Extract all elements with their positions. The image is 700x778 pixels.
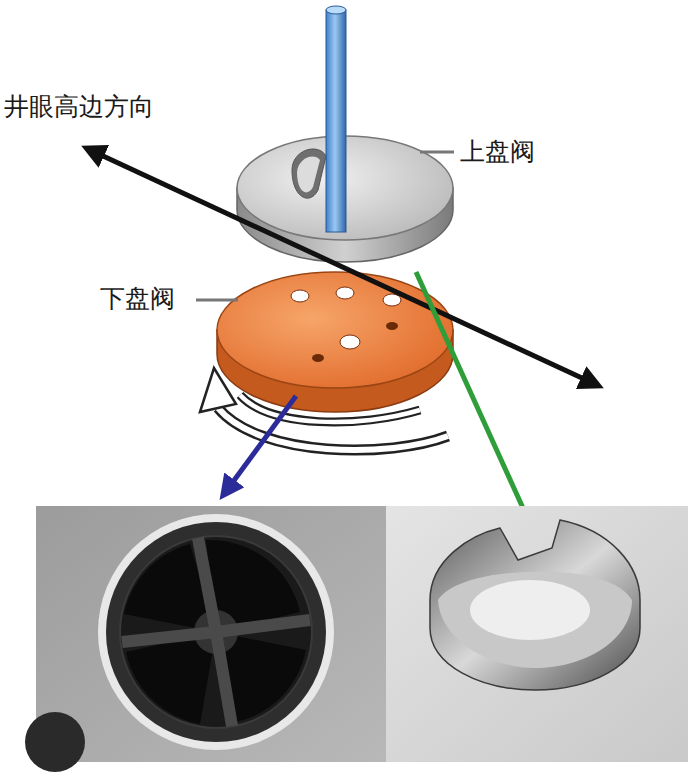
lower-disc-valve (217, 272, 453, 412)
leader-line (420, 151, 454, 154)
drive-shaft (326, 6, 346, 232)
pointer-arrow (224, 396, 296, 494)
pointer-arrow (416, 272, 532, 528)
part-label: 上盘阀 (460, 137, 535, 167)
part-label: 下盘阀 (100, 284, 175, 314)
direction-arrow (88, 149, 597, 385)
part-label: 井眼高边方向 (4, 92, 154, 122)
leader-line (196, 299, 238, 302)
lower-disc-photo (25, 506, 386, 772)
upper-disc-photo (386, 506, 688, 762)
